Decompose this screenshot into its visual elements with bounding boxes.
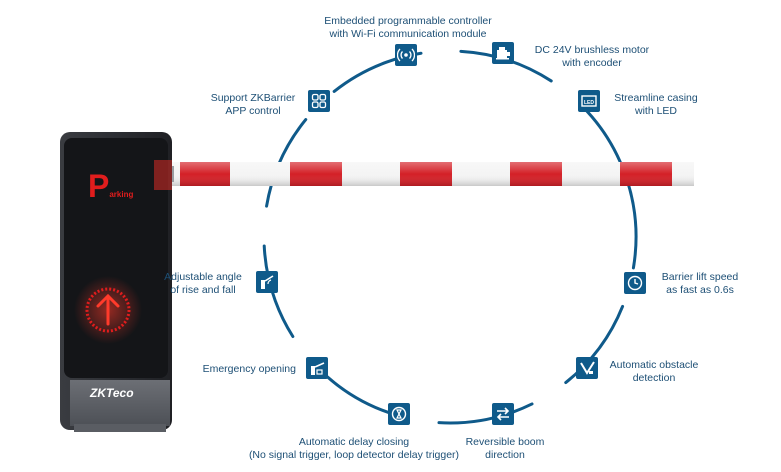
barrier-cabinet bbox=[60, 132, 172, 432]
svg-text:LED: LED bbox=[584, 100, 594, 106]
feature-label-controller: Embedded programmable controller with Wi… bbox=[324, 15, 492, 40]
led-casing-icon: LED bbox=[578, 90, 600, 112]
feature-ring bbox=[262, 49, 638, 425]
feature-label-obstacle: Automatic obstacle detection bbox=[609, 359, 699, 384]
barrier-boom bbox=[160, 162, 694, 186]
angle-barrier-icon bbox=[256, 271, 278, 293]
parking-sign: Parking bbox=[88, 170, 133, 202]
feature-label-speed: Barrier lift speed as fast as 0.6s bbox=[661, 271, 739, 296]
feature-label-motor: DC 24V brushless motor with encoder bbox=[534, 44, 650, 69]
parking-word: arking bbox=[109, 190, 134, 199]
feature-label-app: Support ZKBarrier APP control bbox=[210, 92, 296, 117]
motor-icon bbox=[492, 42, 514, 64]
wifi-signal-icon bbox=[395, 44, 417, 66]
feature-label-angle: Adjustable angle of rise and fall bbox=[164, 271, 242, 296]
delay-closing-icon bbox=[388, 403, 410, 425]
feature-label-reversible: Reversible boom direction bbox=[465, 436, 545, 461]
feature-label-casing: Streamline casing with LED bbox=[614, 92, 698, 117]
brand-logo: ZKTeco bbox=[90, 386, 134, 400]
reverse-arrows-icon bbox=[492, 403, 514, 425]
feature-label-delay: Automatic delay closing (No signal trigg… bbox=[248, 436, 460, 461]
app-grid-icon bbox=[308, 90, 330, 112]
obstacle-detection-icon bbox=[576, 357, 598, 379]
parking-letter: P bbox=[88, 168, 110, 204]
emergency-barrier-icon bbox=[306, 357, 328, 379]
clock-icon bbox=[624, 272, 646, 294]
feature-label-emergency: Emergency opening bbox=[202, 363, 296, 375]
